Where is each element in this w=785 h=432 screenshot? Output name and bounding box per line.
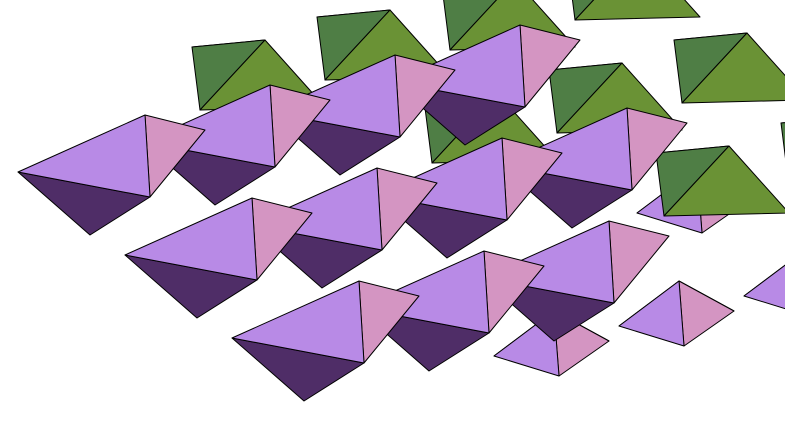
lower-octahedron-1 xyxy=(743,264,785,310)
lower-octahedron-front-face xyxy=(743,264,785,310)
tetrahedron-1 xyxy=(571,0,701,21)
octahedron-right-face xyxy=(608,220,670,304)
octahedron-top-face xyxy=(231,280,365,364)
tetrahedron-left-face xyxy=(780,122,785,159)
tetrahedron-right-face xyxy=(663,145,785,217)
octahedron-r1-c0 xyxy=(124,197,313,319)
octahedron-r2-c0 xyxy=(231,280,420,402)
lower-octahedron-2 xyxy=(618,280,735,347)
octahedron-top-face xyxy=(17,114,151,198)
tetrahedron-right-face xyxy=(681,32,785,104)
octahedron-r0-c0 xyxy=(17,114,206,236)
lower-octahedron-right-face xyxy=(678,280,735,347)
tetrahedron-right-face xyxy=(574,0,701,21)
tetrahedron-3 xyxy=(780,122,785,159)
tetrahedron-8 xyxy=(655,145,785,217)
lower-octahedron-front-face xyxy=(618,280,685,347)
tetrahedron-2 xyxy=(673,32,785,104)
octahedron-top-face xyxy=(124,197,258,281)
